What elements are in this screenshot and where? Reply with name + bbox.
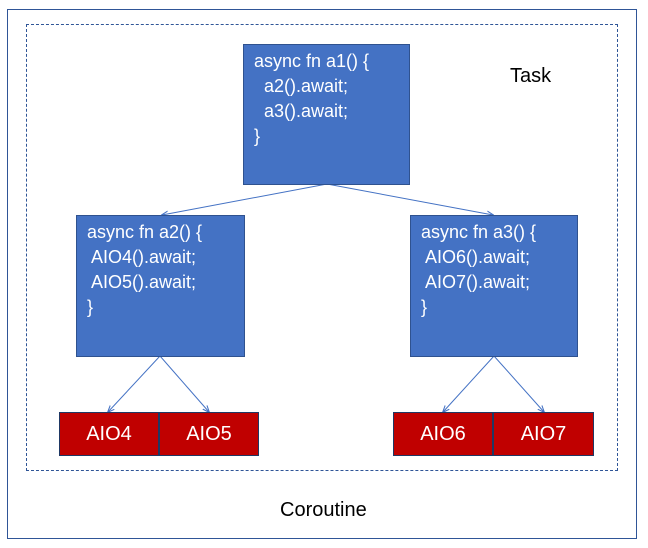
- coroutine-frame: [7, 9, 637, 539]
- code-line: }: [87, 297, 94, 317]
- aio4-box: AIO4: [59, 412, 159, 456]
- edge-a3-aio6: [443, 355, 495, 412]
- aio6-box: AIO6: [393, 412, 493, 456]
- code-line: }: [254, 126, 261, 146]
- code-line: }: [421, 297, 428, 317]
- aio5-box: AIO5: [159, 412, 259, 456]
- task-label: Task: [510, 65, 552, 87]
- edge-a1-a3: [326, 183, 493, 215]
- code-line: AIO6().await;: [421, 247, 531, 267]
- code-line: a3().await;: [254, 101, 349, 121]
- code-line: async fn a1() {: [254, 51, 370, 71]
- aio7-box: AIO7: [493, 412, 594, 456]
- code-line: AIO4().await;: [87, 247, 197, 267]
- edge-a2-aio4: [108, 355, 161, 412]
- edge-a3-aio7: [493, 355, 544, 412]
- code-line: a2().await;: [254, 76, 349, 96]
- coroutine-label: Coroutine: [280, 499, 367, 521]
- edge-a2-aio5: [159, 355, 209, 412]
- function-box-a3: async fn a3() { AIO6().await; AIO7().awa…: [410, 215, 578, 357]
- code-line: async fn a2() {: [87, 222, 203, 242]
- code-line: async fn a3() {: [421, 222, 537, 242]
- task-frame: [26, 24, 618, 471]
- code-line: AIO5().await;: [87, 272, 197, 292]
- edge-a1-a2: [162, 183, 328, 215]
- function-box-a2: async fn a2() { AIO4().await; AIO5().awa…: [76, 215, 245, 357]
- function-box-a1: async fn a1() { a2().await; a3().await; …: [243, 44, 410, 185]
- code-line: AIO7().await;: [421, 272, 531, 292]
